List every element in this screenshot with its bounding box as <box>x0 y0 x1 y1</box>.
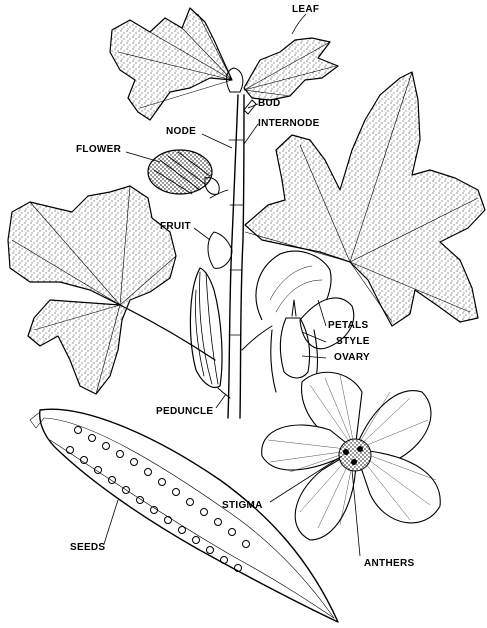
label-node: NODE <box>166 126 196 137</box>
label-ovary: OVARY <box>334 352 370 363</box>
young-fruit <box>208 232 232 268</box>
label-style: STYLE <box>336 336 370 347</box>
flower-bud <box>148 150 228 198</box>
left-leaf <box>8 186 215 394</box>
open-flower <box>262 372 441 540</box>
top-right-leaf <box>244 38 338 100</box>
label-internode: INTERNODE <box>258 118 320 129</box>
top-left-leaf <box>110 8 232 120</box>
label-seeds: SEEDS <box>70 542 105 553</box>
label-flower: FLOWER <box>76 144 122 155</box>
mature-pod <box>190 268 230 398</box>
label-stigma: STIGMA <box>222 500 263 511</box>
label-peduncle: PEDUNCLE <box>156 406 213 417</box>
main-stem <box>228 95 244 418</box>
label-anthers: ANTHERS <box>364 558 414 569</box>
label-fruit: FRUIT <box>160 221 191 232</box>
label-petals: PETALS <box>328 320 369 331</box>
label-leaf: LEAF <box>292 4 319 15</box>
label-bud: BUD <box>258 98 281 109</box>
